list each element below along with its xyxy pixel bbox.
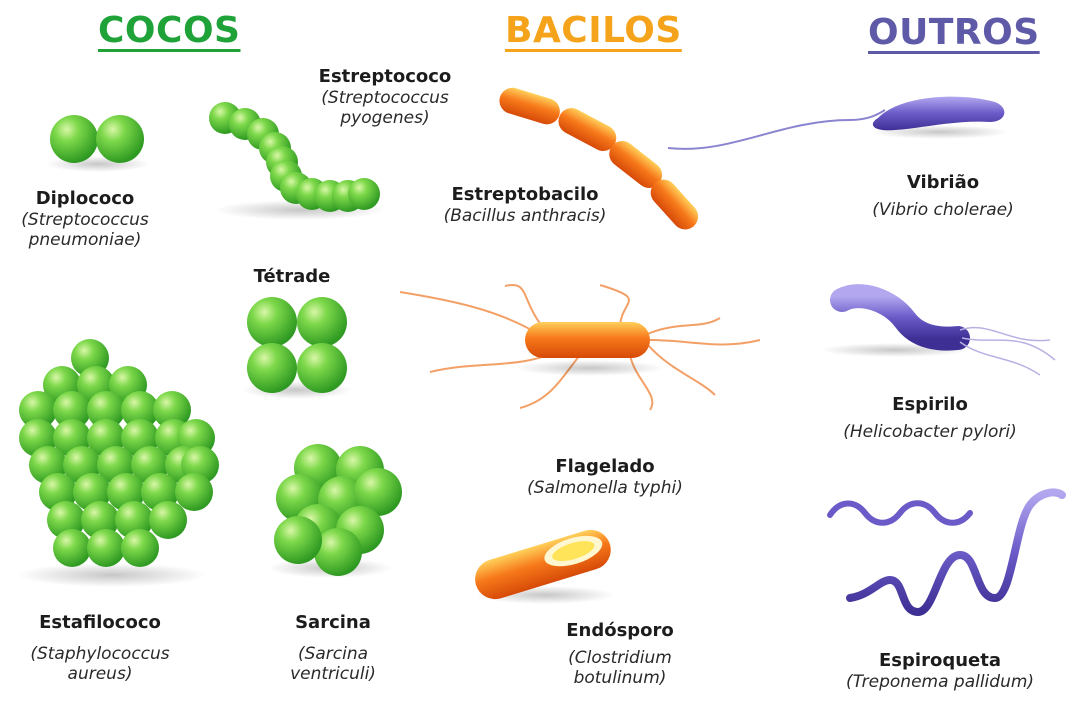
vibriao-illustration xyxy=(667,96,1010,150)
espirilo-illustration xyxy=(820,284,1056,376)
coccus-cell xyxy=(87,391,125,429)
sarcina-name: Sarcina xyxy=(295,612,371,633)
flagelado-name: Flagelado xyxy=(555,456,655,477)
tetrade-illustration xyxy=(242,297,352,399)
diplococo-illustration xyxy=(46,115,150,172)
estreptobacilo-sci-line1: (Bacillus anthracis) xyxy=(443,205,607,226)
coccus-cell xyxy=(314,528,362,576)
label-vibriao: Vibrião (Vibrio cholerae) xyxy=(858,172,1028,220)
coccus-cell xyxy=(121,391,159,429)
vibriao-name: Vibrião xyxy=(906,172,980,193)
estafilococo-sci-line1: (Staphylococcus xyxy=(30,643,170,664)
estreptococo-sci-line2: pyogenes) xyxy=(340,107,430,128)
estreptococo-sci-line1: (Streptococcus xyxy=(321,87,449,108)
coccus-cell xyxy=(149,501,187,539)
coccus-cell xyxy=(87,529,125,567)
label-espirilo: Espirilo (Helicobacter pylori) xyxy=(825,394,1035,442)
diplococo-name: Diplococo xyxy=(35,188,135,209)
label-estreptobacilo: Estreptobacilo (Bacillus anthracis) xyxy=(420,184,630,226)
coccus-cell xyxy=(153,391,191,429)
coccus-cell xyxy=(348,178,380,210)
flagelado-sci-line1: (Salmonella typhi) xyxy=(527,477,683,498)
endosporo-sci-line2: botulinum) xyxy=(573,667,667,688)
flagelado-illustration xyxy=(399,283,761,411)
heading-bacilos: BACILOS xyxy=(505,10,682,51)
espirilo-sci-line1: (Helicobacter pylori) xyxy=(843,421,1017,442)
coccus-cell xyxy=(175,473,213,511)
label-sarcina: Sarcina (Sarcina ventriculi) xyxy=(268,612,398,684)
label-tetrade: Tétrade xyxy=(237,266,347,288)
heading-cocos: COCOS xyxy=(98,10,241,51)
estreptobacilo-illustration xyxy=(499,87,699,230)
label-estreptococo: Estreptococo (Streptococcus pyogenes) xyxy=(300,66,470,128)
coccus-cell xyxy=(121,529,159,567)
coccus-cell xyxy=(53,529,91,567)
estafilococo-illustration xyxy=(17,339,219,587)
estafilococo-sci-line2: aureus) xyxy=(67,663,133,684)
diplococo-sci-line1: (Streptococcus xyxy=(21,209,149,230)
coccus-cell xyxy=(53,391,91,429)
endosporo-sci-line1: (Clostridium xyxy=(568,647,672,668)
coccus-cell xyxy=(274,516,322,564)
estreptobacilo-name: Estreptobacilo xyxy=(451,184,599,205)
espiroqueta-name: Espiroqueta xyxy=(879,650,1001,671)
coccus-cell xyxy=(354,468,402,516)
sarcina-sci-line2: ventriculi) xyxy=(290,663,376,684)
vibriao-sci-line1: (Vibrio cholerae) xyxy=(872,199,1014,220)
coccus-cell xyxy=(19,391,57,429)
label-diplococo: Diplococo (Streptococcus pneumoniae) xyxy=(5,188,165,250)
espirilo-name: Espirilo xyxy=(892,394,968,415)
sarcina-illustration xyxy=(268,444,402,578)
endosporo-illustration xyxy=(475,529,615,604)
tetrade-name: Tétrade xyxy=(253,266,331,287)
estafilococo-name: Estafilococo xyxy=(39,612,161,633)
espiroqueta-sci-line1: (Treponema pallidum) xyxy=(845,671,1035,692)
sarcina-sci-line1: (Sarcina xyxy=(297,643,369,664)
estreptococo-name: Estreptococo xyxy=(318,66,452,87)
label-estafilococo: Estafilococo (Staphylococcus aureus) xyxy=(15,612,185,684)
diplococo-sci-line2: pneumoniae) xyxy=(28,229,142,250)
espiroqueta-illustration xyxy=(827,488,1066,617)
label-espiroqueta: Espiroqueta (Treponema pallidum) xyxy=(825,650,1055,692)
label-flagelado: Flagelado (Salmonella typhi) xyxy=(500,456,710,498)
estreptococo-illustration xyxy=(209,102,385,220)
label-endosporo: Endósporo (Clostridium botulinum) xyxy=(545,620,695,688)
endosporo-name: Endósporo xyxy=(566,620,674,641)
heading-outros: OUTROS xyxy=(868,12,1040,53)
